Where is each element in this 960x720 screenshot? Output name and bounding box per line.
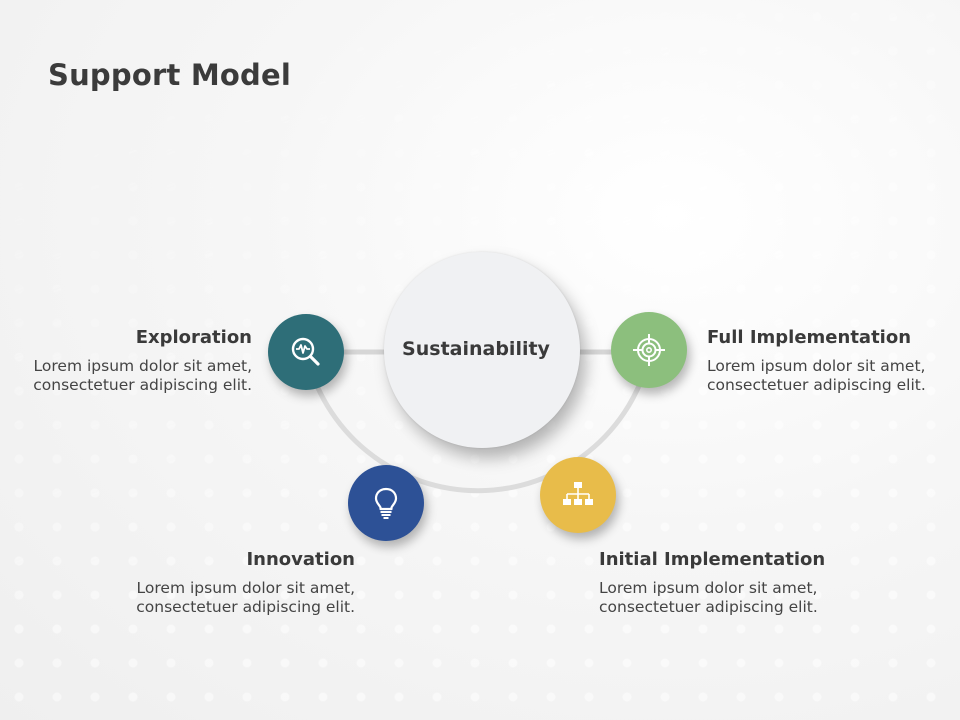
node-title: Exploration — [135, 327, 252, 348]
lightbulb-icon — [374, 487, 398, 519]
node-exploration — [268, 314, 344, 390]
node-innovation — [348, 465, 424, 541]
node-description-line2: consectetuer adipiscing elit. — [599, 598, 818, 616]
node-title: Innovation — [246, 549, 355, 570]
node-full-implementation — [611, 312, 687, 388]
hierarchy-icon — [563, 482, 593, 505]
node-description-line2: consectetuer adipiscing elit. — [33, 376, 252, 394]
node-description-line2: consectetuer adipiscing elit. — [707, 376, 926, 394]
node-title: Full Implementation — [707, 327, 912, 348]
slide-title: Support Model — [48, 58, 291, 92]
node-description-line2: consectetuer adipiscing elit. — [136, 598, 355, 616]
node-title: Initial Implementation — [599, 549, 826, 570]
node-description-line1: Lorem ipsum dolor sit amet, — [33, 357, 252, 375]
target-icon — [633, 334, 665, 366]
node-initial-implementation — [540, 457, 616, 533]
node-description-line1: Lorem ipsum dolor sit amet, — [707, 357, 926, 375]
node-description-line1: Lorem ipsum dolor sit amet, — [599, 579, 818, 597]
magnifier-pulse-icon — [291, 337, 320, 366]
label-innovation: Innovation Lorem ipsum dolor sit amet, c… — [136, 549, 355, 617]
node-description-line1: Lorem ipsum dolor sit amet, — [136, 579, 355, 597]
center-circle-sustainability: Sustainability — [384, 252, 580, 448]
label-exploration: Exploration Lorem ipsum dolor sit amet, … — [33, 327, 252, 395]
center-label: Sustainability — [402, 338, 550, 360]
label-initial-implementation: Initial Implementation Lorem ipsum dolor… — [599, 549, 825, 617]
label-full-implementation: Full Implementation Lorem ipsum dolor si… — [707, 327, 926, 395]
